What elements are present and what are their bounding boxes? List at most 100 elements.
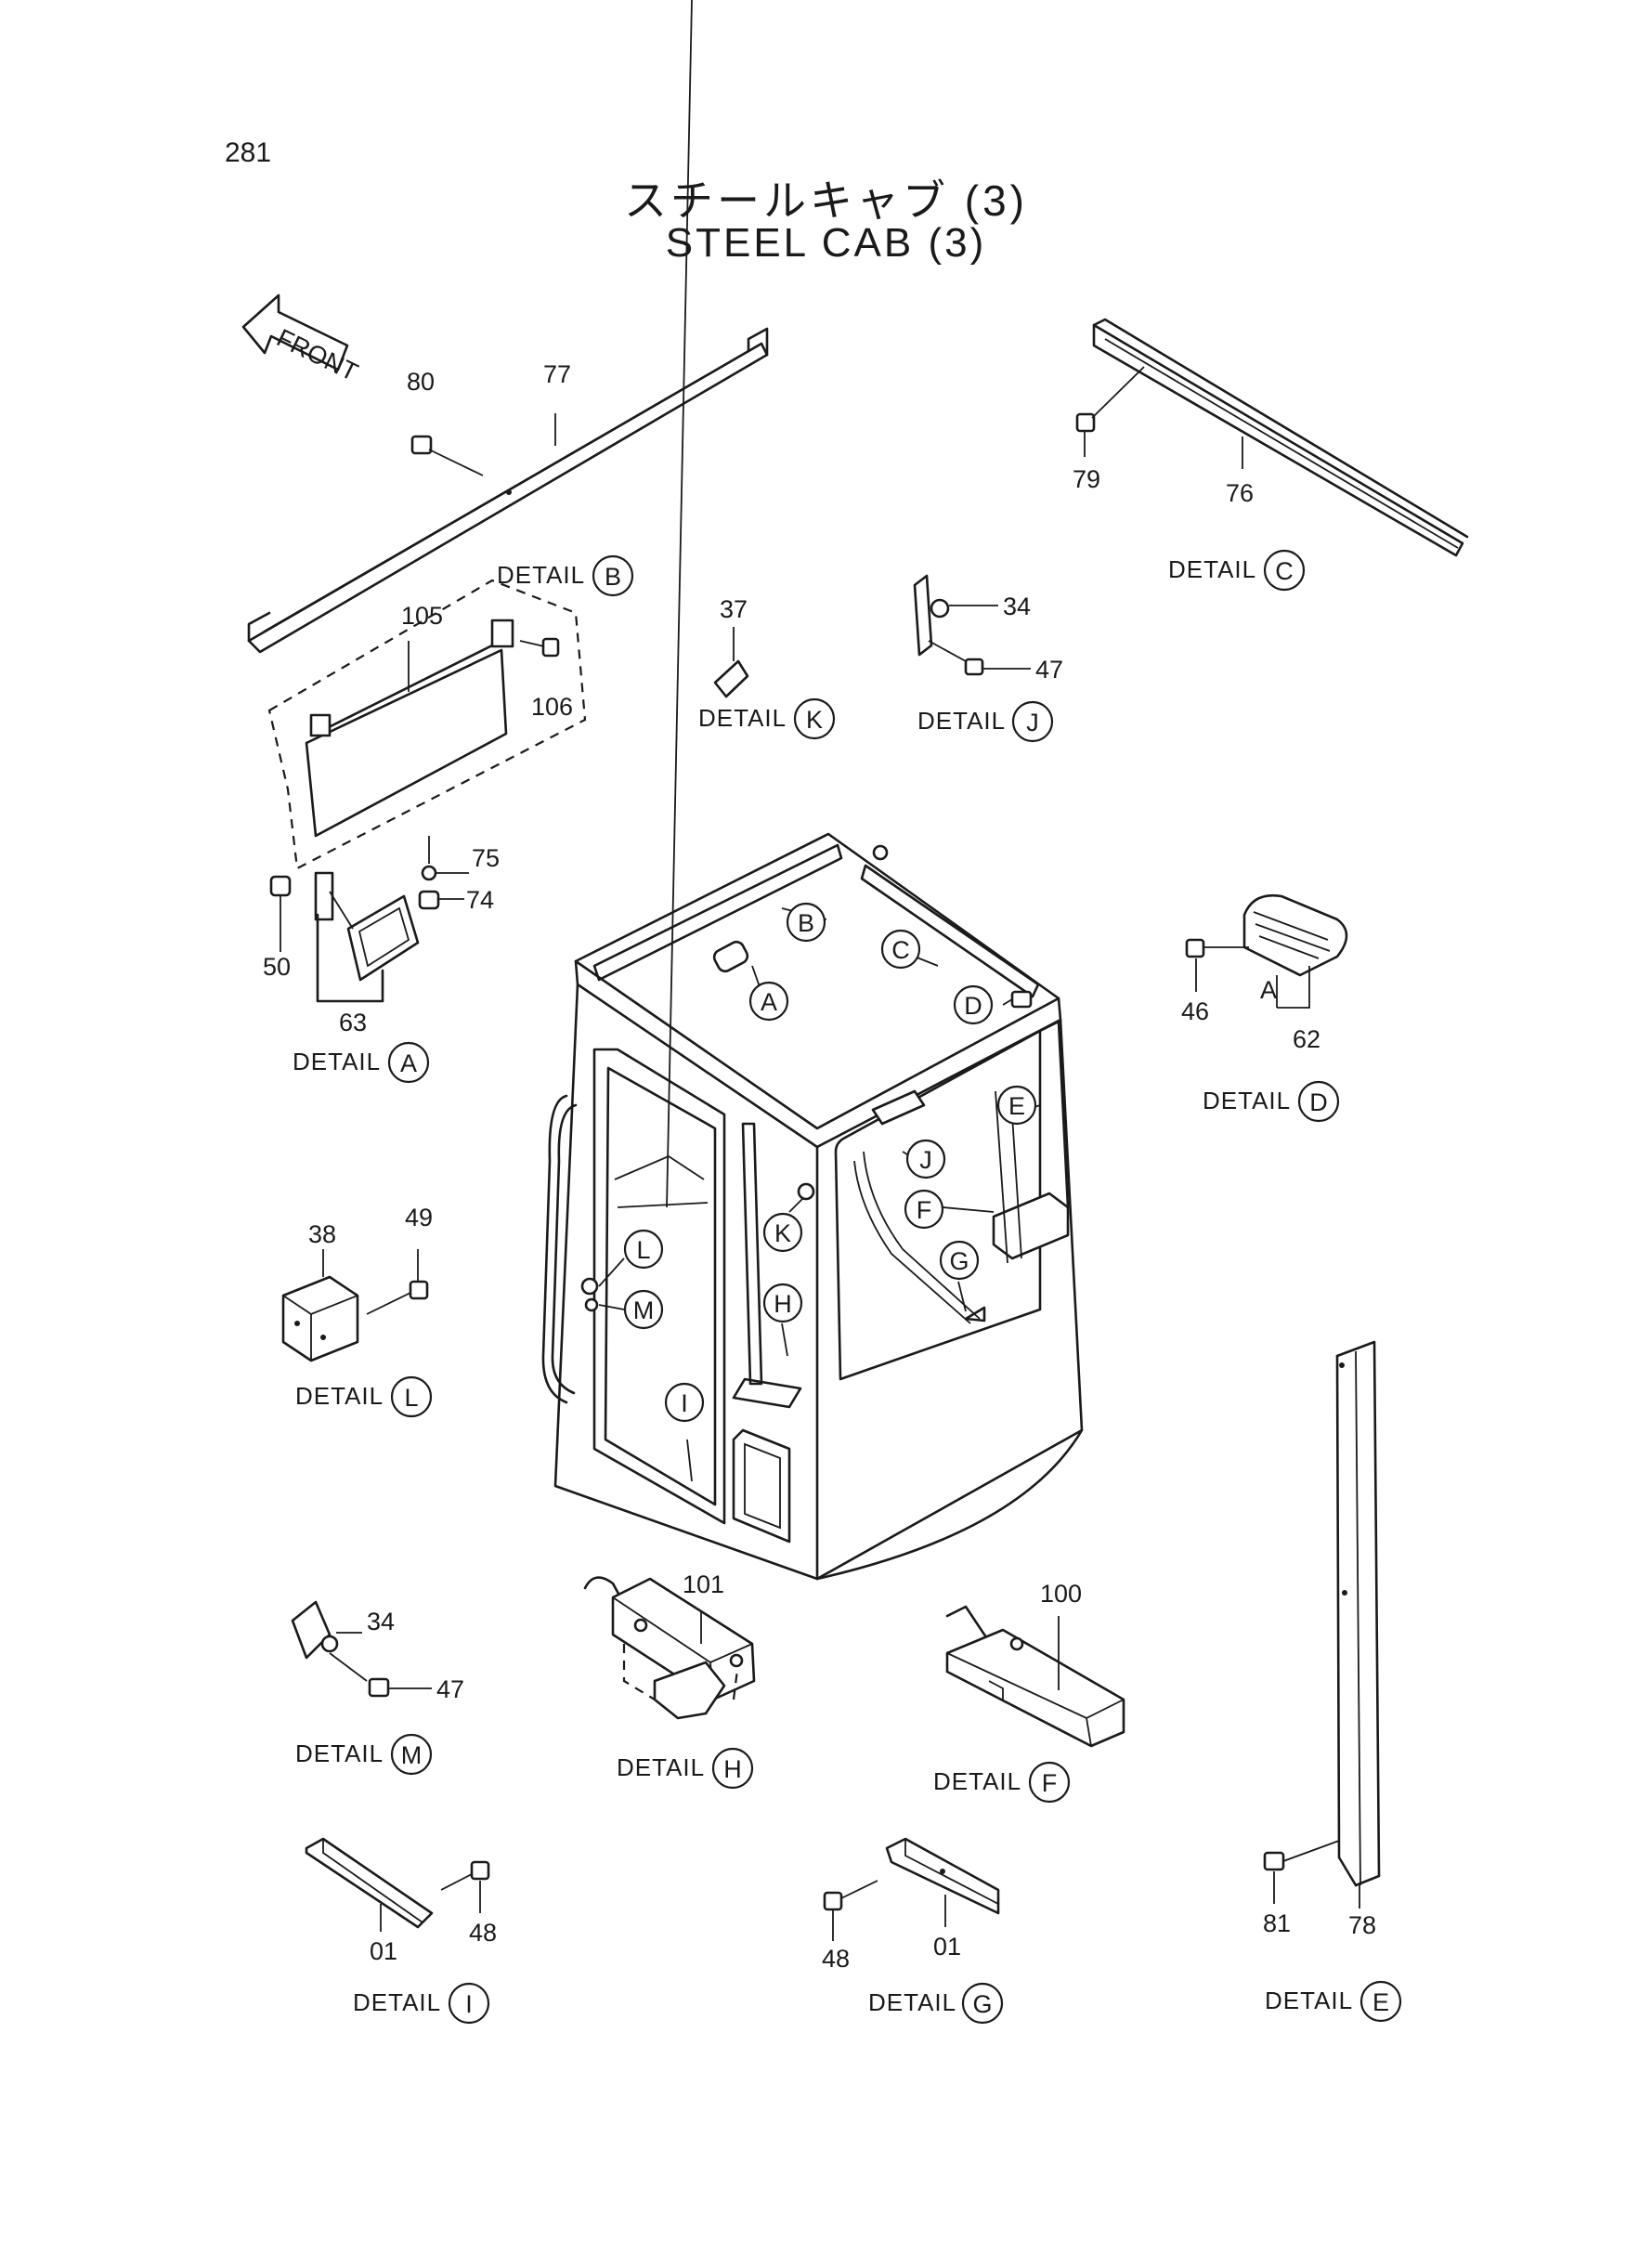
part-label-34-m: 34 bbox=[367, 1608, 395, 1635]
svg-text:C: C bbox=[1275, 557, 1294, 585]
part-label-100: 100 bbox=[1040, 1580, 1082, 1608]
svg-text:DETAIL: DETAIL bbox=[497, 561, 585, 589]
svg-text:D: D bbox=[964, 992, 982, 1020]
cab-callout-g: G bbox=[939, 1240, 980, 1281]
part-label-77: 77 bbox=[543, 360, 571, 388]
cab-callout-h: H bbox=[762, 1283, 803, 1323]
svg-text:K: K bbox=[774, 1219, 791, 1247]
detail-caption-j: DETAIL J bbox=[917, 700, 1054, 743]
part-label-80: 80 bbox=[407, 368, 435, 396]
svg-text:B: B bbox=[798, 909, 814, 937]
detail-f-drawing bbox=[945, 1605, 1125, 1748]
svg-text:DETAIL: DETAIL bbox=[617, 1753, 705, 1781]
part-label-75: 75 bbox=[472, 844, 500, 872]
svg-text:F: F bbox=[917, 1196, 932, 1224]
part-label-34-j: 34 bbox=[1003, 593, 1031, 620]
detail-g-drawing bbox=[823, 1837, 1000, 1941]
svg-text:J: J bbox=[919, 1146, 932, 1174]
svg-text:H: H bbox=[774, 1290, 792, 1318]
svg-text:M: M bbox=[401, 1741, 423, 1769]
svg-text:E: E bbox=[1372, 1988, 1389, 2016]
cab-callout-c: C bbox=[880, 929, 921, 970]
detail-m-drawing bbox=[291, 1600, 432, 1698]
front-arrow-label: FRONT bbox=[272, 323, 362, 386]
svg-text:B: B bbox=[605, 563, 621, 591]
svg-text:DETAIL: DETAIL bbox=[1203, 1087, 1291, 1114]
detail-k-drawing bbox=[713, 627, 749, 698]
detail-caption-d: DETAIL D bbox=[1203, 1080, 1340, 1123]
part-label-81: 81 bbox=[1263, 1909, 1291, 1937]
part-label-78: 78 bbox=[1348, 1911, 1376, 1939]
detail-h-drawing bbox=[583, 1576, 756, 1720]
cab-callout-e: E bbox=[996, 1085, 1037, 1126]
cab-callout-k: K bbox=[762, 1212, 803, 1253]
svg-text:DETAIL: DETAIL bbox=[295, 1382, 384, 1410]
page-number: 281 bbox=[225, 137, 272, 168]
cab-callout-j: J bbox=[905, 1139, 946, 1179]
svg-text:DETAIL: DETAIL bbox=[295, 1739, 384, 1767]
cab-callout-d: D bbox=[953, 984, 994, 1025]
part-label-76: 76 bbox=[1226, 479, 1254, 507]
svg-text:DETAIL: DETAIL bbox=[293, 1048, 381, 1075]
svg-text:A: A bbox=[761, 988, 777, 1016]
detail-b-drawing bbox=[247, 327, 769, 870]
detail-l-drawing bbox=[281, 1249, 429, 1362]
detail-i-drawing bbox=[305, 1837, 490, 1932]
detail-d-drawing bbox=[1185, 893, 1348, 1009]
detail-caption-i: DETAIL I bbox=[353, 1982, 490, 2025]
detail-caption-m: DETAIL M bbox=[295, 1733, 433, 1776]
cab-callout-m: M bbox=[623, 1289, 664, 1330]
svg-text:I: I bbox=[681, 1389, 688, 1417]
svg-text:G: G bbox=[949, 1247, 969, 1275]
svg-text:DETAIL: DETAIL bbox=[933, 1767, 1021, 1795]
detail-caption-h: DETAIL H bbox=[617, 1747, 754, 1790]
detail-a-drawing bbox=[269, 836, 469, 1003]
part-label-48-i: 48 bbox=[469, 1919, 497, 1947]
cab-callout-f: F bbox=[904, 1189, 944, 1230]
part-label-49: 49 bbox=[405, 1204, 433, 1231]
part-label-79: 79 bbox=[1073, 465, 1100, 493]
page-title-english: STEEL CAB (3) bbox=[665, 220, 987, 266]
part-label-74: 74 bbox=[466, 886, 494, 914]
part-label-46: 46 bbox=[1181, 997, 1209, 1025]
svg-text:DETAIL: DETAIL bbox=[698, 704, 787, 732]
part-label-37: 37 bbox=[720, 595, 748, 623]
cab-callout-i: I bbox=[664, 1382, 705, 1423]
part-label-47-j: 47 bbox=[1035, 656, 1063, 684]
detail-caption-c: DETAIL C bbox=[1168, 549, 1306, 592]
svg-text:D: D bbox=[1309, 1088, 1328, 1116]
svg-text:DETAIL: DETAIL bbox=[1168, 555, 1256, 583]
svg-text:H: H bbox=[723, 1755, 742, 1783]
part-label-01-g: 01 bbox=[933, 1933, 961, 1961]
part-label-101: 101 bbox=[683, 1570, 724, 1598]
svg-text:E: E bbox=[1008, 1092, 1025, 1120]
part-label-48-g: 48 bbox=[822, 1945, 850, 1973]
detail-caption-b: DETAIL B bbox=[497, 554, 634, 597]
svg-text:M: M bbox=[633, 1296, 655, 1324]
cab-callout-b: B bbox=[786, 902, 826, 943]
part-label-38: 38 bbox=[308, 1220, 336, 1248]
detail-c-drawing bbox=[1075, 318, 1469, 557]
detail-j-drawing bbox=[913, 574, 1031, 676]
svg-text:C: C bbox=[891, 936, 910, 964]
detail-d-sub-label: A bbox=[1260, 976, 1277, 1004]
svg-text:L: L bbox=[636, 1236, 650, 1264]
part-number-labels: 80 77 105 106 79 76 37 34 47 75 74 50 63… bbox=[263, 360, 1376, 1973]
svg-text:J: J bbox=[1026, 709, 1039, 736]
part-label-01-i: 01 bbox=[370, 1937, 397, 1965]
svg-text:I: I bbox=[465, 1990, 473, 2018]
svg-text:L: L bbox=[404, 1384, 418, 1412]
cab-callouts: B A C D E J F G K H L M I bbox=[623, 902, 1037, 1423]
detail-e-drawing bbox=[1263, 1340, 1381, 1909]
svg-text:DETAIL: DETAIL bbox=[353, 1988, 441, 2016]
part-label-62: 62 bbox=[1293, 1025, 1320, 1053]
front-arrow-icon: FRONT bbox=[241, 293, 362, 386]
steel-cab-drawing bbox=[541, 832, 1084, 1581]
part-label-50: 50 bbox=[263, 953, 291, 981]
svg-text:DETAIL: DETAIL bbox=[917, 707, 1006, 735]
